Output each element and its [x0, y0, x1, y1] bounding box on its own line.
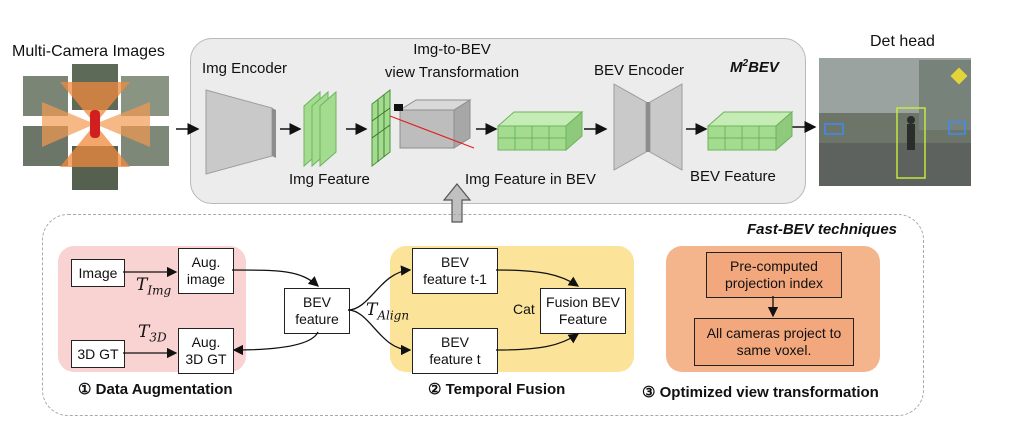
t-img-label: TImg — [136, 275, 171, 297]
multi-camera-images — [22, 62, 172, 192]
m2bev-pipeline-panel — [190, 38, 806, 204]
img-to-bev-label: Img-to-BEV view Transformation — [372, 38, 532, 84]
aug-gt-line2: 3D GT — [185, 351, 227, 367]
aug-gt-line1: Aug. — [191, 334, 221, 351]
camera-frustum-overlay — [42, 82, 150, 167]
t-img-sub: Img — [147, 283, 172, 298]
fast-bev-panel — [42, 214, 924, 416]
bev-feature-prev-line2: feature t-1 — [423, 271, 487, 287]
m2bev-base: M — [730, 59, 743, 76]
fusion-bev-line1: Fusion BEV — [546, 294, 620, 311]
img-encoder-label: Img Encoder — [202, 60, 288, 77]
aug-gt-box: Aug.3D GT — [178, 328, 234, 374]
img-feature-bev-label: Img Feature in BEV — [465, 171, 596, 188]
det-head-image — [819, 58, 971, 186]
m2bev-sup: 2 — [742, 58, 749, 69]
fusion-bev-line2: Feature — [558, 311, 608, 327]
t-align-label: TAlign — [366, 300, 409, 322]
image-box-label: Image — [78, 264, 118, 281]
bev-feature-prev-line1: BEV — [440, 254, 469, 271]
m2bev-rest: BEV — [748, 59, 779, 76]
aug-image-line2: image — [186, 271, 226, 287]
image-box: Image — [71, 259, 125, 287]
precomputed-line2: projection index — [724, 275, 824, 291]
bev-feature-label: BEV Feature — [690, 168, 776, 185]
cameras-project-line2: same voxel. — [736, 342, 812, 358]
bev-feature-curr-line1: BEV — [440, 334, 469, 351]
cat-label: Cat — [513, 301, 535, 317]
img-encoder-shape — [205, 89, 276, 175]
img-feature-label: Img Feature — [289, 171, 370, 188]
cameras-project-line1: All cameras project to — [706, 325, 842, 342]
aug-image-line1: Aug. — [191, 254, 221, 271]
img-feature-bev-grid — [496, 110, 584, 152]
m2bev-label: M2BEV — [730, 58, 779, 76]
aug-image-box: Aug.image — [178, 248, 234, 294]
t-3d-base: T — [138, 322, 150, 342]
precomputed-line1: Pre-computed — [730, 258, 818, 275]
t-align-base: T — [366, 300, 378, 320]
data-augmentation-caption: ① Data Augmentation — [78, 381, 233, 398]
bev-encoder-shape — [613, 83, 683, 171]
gt-box-label: 3D GT — [77, 345, 119, 362]
bev-feature-line2: feature — [295, 311, 339, 327]
multi-camera-label: Multi-Camera Images — [12, 43, 165, 60]
up-arrow — [442, 183, 472, 223]
img-to-bev-label-line1: Img-to-BEV — [413, 41, 491, 58]
img-feature-planes — [303, 90, 337, 168]
det-head-label: Det head — [870, 33, 935, 50]
bev-encoder-label: BEV Encoder — [594, 62, 685, 79]
bev-feature-curr-line2: feature t — [429, 351, 481, 367]
t-align-sub: Align — [377, 308, 410, 323]
optimized-view-caption: ③ Optimized view transformation — [642, 384, 879, 401]
img-to-bev-label-line2: view Transformation — [384, 64, 520, 81]
t-3d-label: T3D — [138, 322, 167, 344]
fast-bev-title: Fast-BEV techniques — [747, 221, 898, 238]
t-img-base: T — [136, 275, 148, 295]
bev-feature-line1: BEV — [302, 294, 331, 311]
view-transformation-shape — [371, 88, 475, 168]
gt-box: 3D GT — [71, 340, 125, 368]
bev-feature-grid — [706, 110, 794, 152]
t-3d-sub: 3D — [149, 330, 167, 345]
temporal-fusion-caption: ② Temporal Fusion — [428, 381, 566, 398]
